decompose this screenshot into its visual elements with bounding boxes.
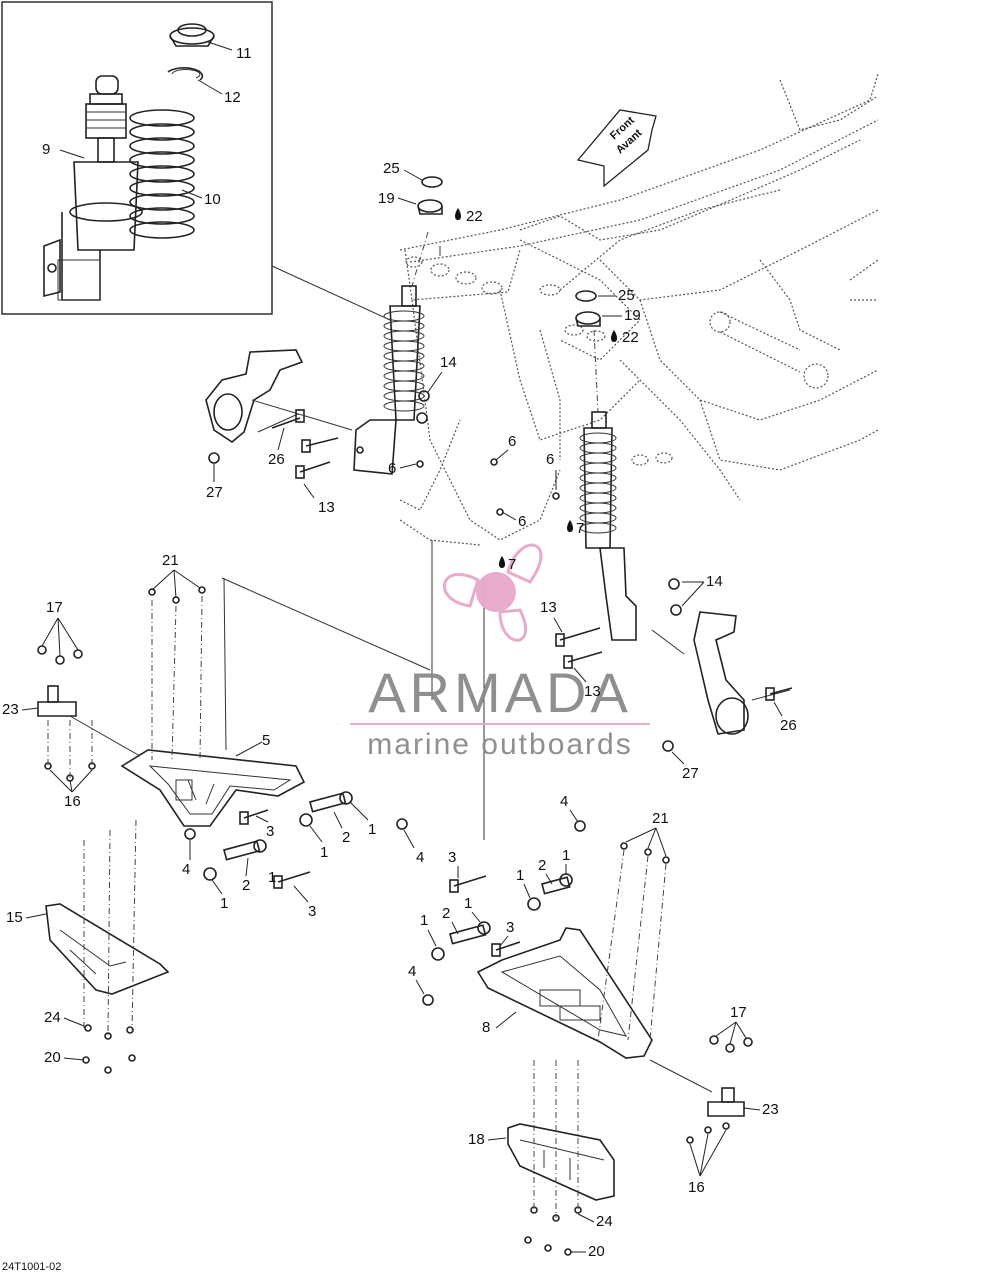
callout-label: 1 <box>268 869 276 886</box>
callout-label: 16 <box>688 1179 705 1196</box>
callout-label: 26 <box>268 451 285 468</box>
callout-label: 17 <box>46 599 63 616</box>
callout-label: 6 <box>388 460 396 477</box>
reference-code: 24T1001-02 <box>2 1261 61 1273</box>
callout-label: 3 <box>506 919 514 936</box>
callout-label: 7 <box>576 520 584 537</box>
front-direction-arrow: Front Avant <box>576 109 657 188</box>
callout-label: 2 <box>342 829 350 846</box>
callout-label: 4 <box>416 849 424 866</box>
callout-label: 11 <box>236 45 252 62</box>
callout-label: 15 <box>6 909 23 926</box>
shock-detail-inset <box>1 1 273 315</box>
callout-label: 10 <box>204 191 221 208</box>
watermark-brand: ARMADA <box>368 661 632 724</box>
callout-label: 17 <box>730 1004 747 1021</box>
callout-label: 16 <box>64 793 81 810</box>
left-steering-knuckle <box>205 349 304 443</box>
callout-label: 1 <box>464 895 472 912</box>
callout-label: 14 <box>440 354 457 371</box>
callout-label: 23 <box>2 701 19 718</box>
callout-label: 6 <box>546 451 554 468</box>
propeller-logo <box>442 543 543 642</box>
callout-label: 25 <box>383 160 400 177</box>
callout-label: 3 <box>308 903 316 920</box>
callout-label: 2 <box>242 877 250 894</box>
callout-label: 6 <box>508 433 516 450</box>
callout-label: 21 <box>162 552 179 569</box>
callout-label: 13 <box>540 599 557 616</box>
callout-label: 12 <box>224 89 241 106</box>
callout-label: 24 <box>44 1009 61 1026</box>
watermark-tagline: marine outboards <box>367 728 632 761</box>
callout-label: 13 <box>318 499 335 516</box>
callout-label: 3 <box>266 823 274 840</box>
fasteners <box>37 390 793 1256</box>
callout-label: 5 <box>262 732 270 749</box>
callout-label: 7 <box>508 556 516 573</box>
right-a-arm <box>476 927 653 1059</box>
callout-label: 4 <box>560 793 568 810</box>
vehicle-frame <box>399 73 879 546</box>
callout-label: 1 <box>420 912 428 929</box>
callout-label: 25 <box>618 287 635 304</box>
callout-label: 1 <box>516 867 524 884</box>
left-ball-joint <box>37 685 77 717</box>
right-ball-joint <box>707 1087 745 1117</box>
callout-label: 27 <box>682 765 699 782</box>
callout-label: 1 <box>368 821 376 838</box>
callout-label: 19 <box>378 190 395 207</box>
callout-label: 20 <box>44 1049 61 1066</box>
callout-label: 24 <box>596 1213 613 1230</box>
callout-label: 8 <box>482 1019 490 1036</box>
top-bushings-right <box>575 290 601 327</box>
left-a-arm <box>120 749 306 827</box>
callout-label: 22 <box>466 208 483 225</box>
callout-label: 9 <box>42 141 50 158</box>
callout-label: 21 <box>652 810 669 827</box>
callout-label: 13 <box>584 683 601 700</box>
callout-label: 4 <box>408 963 416 980</box>
callout-label: 20 <box>588 1243 605 1260</box>
callout-label: 18 <box>468 1131 485 1148</box>
callout-label: 19 <box>624 307 641 324</box>
callout-label: 6 <box>518 513 526 530</box>
right-skid-plate <box>507 1123 615 1201</box>
callout-label: 27 <box>206 484 223 501</box>
armada-watermark: ARMADA marine outboards <box>350 543 650 761</box>
callout-label: 1 <box>562 847 570 864</box>
callout-label: 23 <box>762 1101 779 1118</box>
callout-label: 1 <box>320 844 328 861</box>
callout-labels: 11 12 9 10 25 19 22 25 19 22 14 26 27 13… <box>2 45 797 1260</box>
callout-label: 3 <box>448 849 456 866</box>
callout-label: 2 <box>442 905 450 922</box>
left-shock-absorber <box>353 285 425 475</box>
callout-label: 22 <box>622 329 639 346</box>
right-steering-knuckle <box>693 611 791 735</box>
callout-label: 2 <box>538 857 546 874</box>
callout-label: 4 <box>182 861 190 878</box>
right-shock-absorber <box>579 411 637 641</box>
callout-label: 14 <box>706 573 723 590</box>
callout-label: 1 <box>220 895 228 912</box>
callout-label: 26 <box>780 717 797 734</box>
left-skid-plate <box>45 903 170 995</box>
assembly-lines <box>47 246 713 1218</box>
top-bushings-left <box>417 176 443 215</box>
